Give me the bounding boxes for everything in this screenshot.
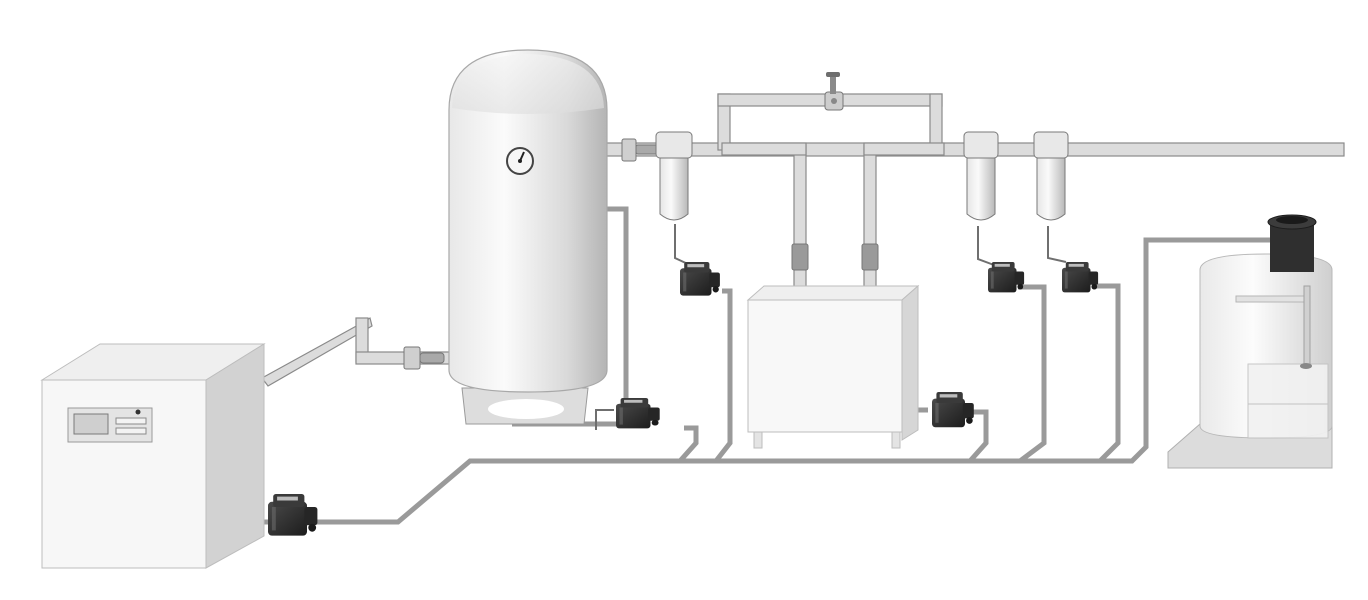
air-receiver-tank <box>448 49 608 425</box>
condensate-drain-icon <box>988 262 1025 293</box>
compressor-cabinet <box>40 343 266 569</box>
condensate-drain-icon <box>1062 262 1099 293</box>
compressor-control-panel <box>67 407 153 443</box>
line-filter-2 <box>1033 131 1069 221</box>
line-filter-1 <box>963 131 999 221</box>
pipe-fittings <box>403 138 879 370</box>
bypass-valve <box>824 72 844 111</box>
refrigerated-dryer <box>746 284 920 449</box>
oil-water-separator <box>1167 214 1333 469</box>
pre-filter <box>655 131 693 221</box>
condensate-drain-icon <box>616 398 660 429</box>
condensate-drain-units <box>268 262 1099 536</box>
condensate-drain-icon <box>932 392 974 428</box>
condensate-drain-icon <box>680 262 720 296</box>
pressure-gauge-icon <box>506 147 534 175</box>
condensate-drain-icon <box>268 494 318 536</box>
